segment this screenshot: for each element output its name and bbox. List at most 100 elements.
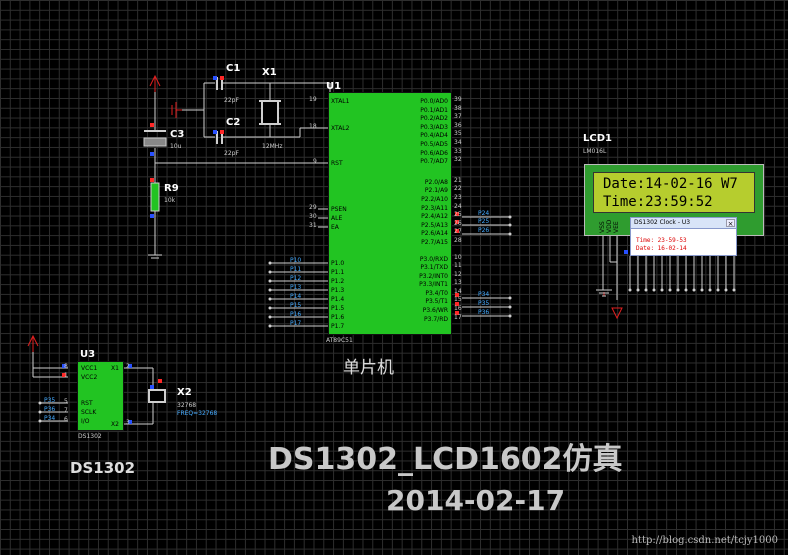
u1-rpn: 14 — [454, 287, 462, 295]
u1-right-pin-numbers: 39 38 37 36 35 34 33 32 21 22 23 24 25 2… — [454, 97, 462, 323]
u1-pin-p06: P0.6/AD6 — [420, 149, 448, 157]
net-label-p35: P35 — [478, 300, 490, 307]
u1-pin-p33: P3.3/INT1 — [419, 281, 448, 289]
u1-rpn: 16 — [454, 305, 462, 313]
u1-rpn: 24 — [454, 202, 462, 210]
net-label-p34: P34 — [478, 291, 490, 298]
u1-pin-num-xtal2: 18 — [309, 123, 317, 130]
date-text: 2014-02-17 — [386, 484, 566, 517]
popup-date: Date: 16-02-14 — [636, 245, 687, 252]
u1-part: AT89C51 — [326, 337, 353, 344]
u1-rpn: 38 — [454, 104, 462, 112]
u3-pin-num: 6 — [64, 416, 68, 423]
u1-rpn: 10 — [454, 253, 462, 261]
u1-pin-p03: P0.3/AD3 — [420, 123, 448, 131]
caption-mcu: 单片机 — [343, 358, 394, 378]
net-label: P14 — [290, 293, 302, 300]
caption-ds1302: DS1302 — [70, 459, 136, 477]
u3-pin-num: 8 — [64, 363, 68, 370]
close-icon[interactable]: × — [726, 219, 735, 228]
u1-pin-p00: P0.0/AD0 — [420, 98, 448, 105]
u3-pin-vcc2: VCC2 — [81, 374, 98, 381]
u1-microcontroller[interactable]: XTAL1 XTAL2 RST PSEN ALE EA P1.0 P1.1 P1… — [328, 92, 452, 335]
u1-pin-p31: P3.1/TXD — [420, 264, 448, 272]
popup-title[interactable]: DS1302 Clock - U3 — [631, 218, 736, 229]
lcd-line-2: Time:23:59:52 — [603, 194, 713, 210]
net-label: P16 — [290, 311, 302, 318]
u1-pin-num-rst: 9 — [313, 158, 317, 165]
net-label-u3-p35: P35 — [44, 397, 56, 404]
u1-rpn: 36 — [454, 121, 462, 129]
u1-rpn: 27 — [454, 228, 462, 236]
u3-ref: U3 — [80, 349, 96, 360]
u1-rpn: 13 — [454, 279, 462, 287]
u1-rpn: 32 — [454, 156, 462, 164]
net-label: P10 — [290, 257, 302, 264]
u1-pin-psen: PSEN — [331, 206, 347, 213]
u1-pin-p26: P2.6/A14 — [421, 230, 448, 238]
u3-pin-vcc1: VCC1 — [81, 365, 98, 372]
u3-pin-sclk: SCLK — [81, 409, 97, 416]
net-label: P13 — [290, 284, 302, 291]
lcd-line-1: Date:14-02-16 W7 — [603, 176, 738, 192]
u1-pin-num-xtal1: 19 — [309, 96, 317, 103]
u1-pin-p07: P0.7/AD7 — [420, 158, 448, 166]
u1-pin-p32: P3.2/INT0 — [419, 272, 448, 280]
r9-ref: R9 — [164, 183, 179, 194]
u1-pin-ea: EA — [331, 224, 339, 231]
u3-pin-num: 7 — [64, 407, 68, 414]
u1-pin-p10: P1.0 — [331, 260, 345, 267]
u1-pin-num-ea: 31 — [309, 222, 317, 229]
c2-value: 22pF — [224, 150, 239, 157]
popup-time: Time: 23-59-53 — [636, 237, 687, 244]
u1-rpn: 28 — [454, 236, 462, 244]
lcd-pin-vee: VEE — [613, 221, 620, 233]
u1-pin-p30: P3.0/RXD — [419, 255, 448, 263]
u1-pin-num-ale: 30 — [309, 213, 317, 220]
u1-pin-p14: P1.4 — [331, 296, 345, 303]
net-label: P11 — [290, 266, 302, 273]
u3-part: DS1302 — [78, 433, 102, 440]
u3-pin-num: 1 — [64, 372, 68, 379]
c2-ref: C2 — [226, 117, 241, 128]
u1-pin-p23: P2.3/A11 — [421, 204, 448, 212]
u1-pin-p24: P2.4/A12 — [421, 213, 448, 221]
u1-left-nets: P10 P11 P12 P13 P14 P15 P16 P17 — [290, 258, 301, 330]
u1-pin-rst: RST — [331, 160, 343, 167]
net-label-p26: P26 — [478, 227, 490, 234]
title-text: DS1302_LCD1602仿真 — [268, 442, 623, 477]
u1-pin-p27: P2.7/A15 — [421, 238, 448, 246]
net-label-u3-p36: P36 — [44, 406, 56, 413]
net-label-p24: P24 — [478, 210, 490, 217]
ds1302-clock-popup[interactable]: DS1302 Clock - U3 × Time: 23-59-53 Date:… — [630, 217, 737, 256]
u1-pin-p13: P1.3 — [331, 287, 345, 294]
u3-pin-x2: X2 — [111, 421, 119, 428]
u3-pin-num: 3 — [126, 419, 130, 426]
u3-rtc-chip[interactable]: VCC1 VCC2 RST SCLK I/O X1 X2 — [77, 361, 124, 431]
u1-pin-xtal2: XTAL2 — [331, 125, 350, 132]
u1-pin-p25: P2.5/A13 — [421, 221, 448, 229]
u1-pin-p11: P1.1 — [331, 269, 345, 276]
u1-rpn: 15 — [454, 296, 462, 304]
u1-rpn: 23 — [454, 193, 462, 201]
lcd1-ref: LCD1 — [583, 133, 612, 144]
u1-pin-p01: P0.1/AD1 — [420, 106, 448, 114]
u1-rpn: 22 — [454, 185, 462, 193]
u1-pin-p05: P0.5/AD5 — [420, 140, 448, 148]
u1-pin-p16: P1.6 — [331, 314, 345, 321]
u1-rpn: 12 — [454, 270, 462, 278]
c1-ref: C1 — [226, 63, 241, 74]
u1-rpn: 17 — [454, 313, 462, 321]
u1-pin-p15: P1.5 — [331, 305, 345, 312]
u1-rpn: 34 — [454, 138, 462, 146]
u1-pin-p02: P0.2/AD2 — [420, 115, 448, 123]
u1-rpn: 37 — [454, 113, 462, 121]
net-label: P12 — [290, 275, 302, 282]
x1-value: 12MHz — [262, 143, 283, 150]
u1-pin-p21: P2.1/A9 — [424, 187, 448, 195]
x2-ref: X2 — [177, 387, 192, 398]
u1-pin-p20: P2.0/A8 — [424, 178, 448, 186]
u1-pin-p34: P3.4/T0 — [425, 289, 448, 297]
